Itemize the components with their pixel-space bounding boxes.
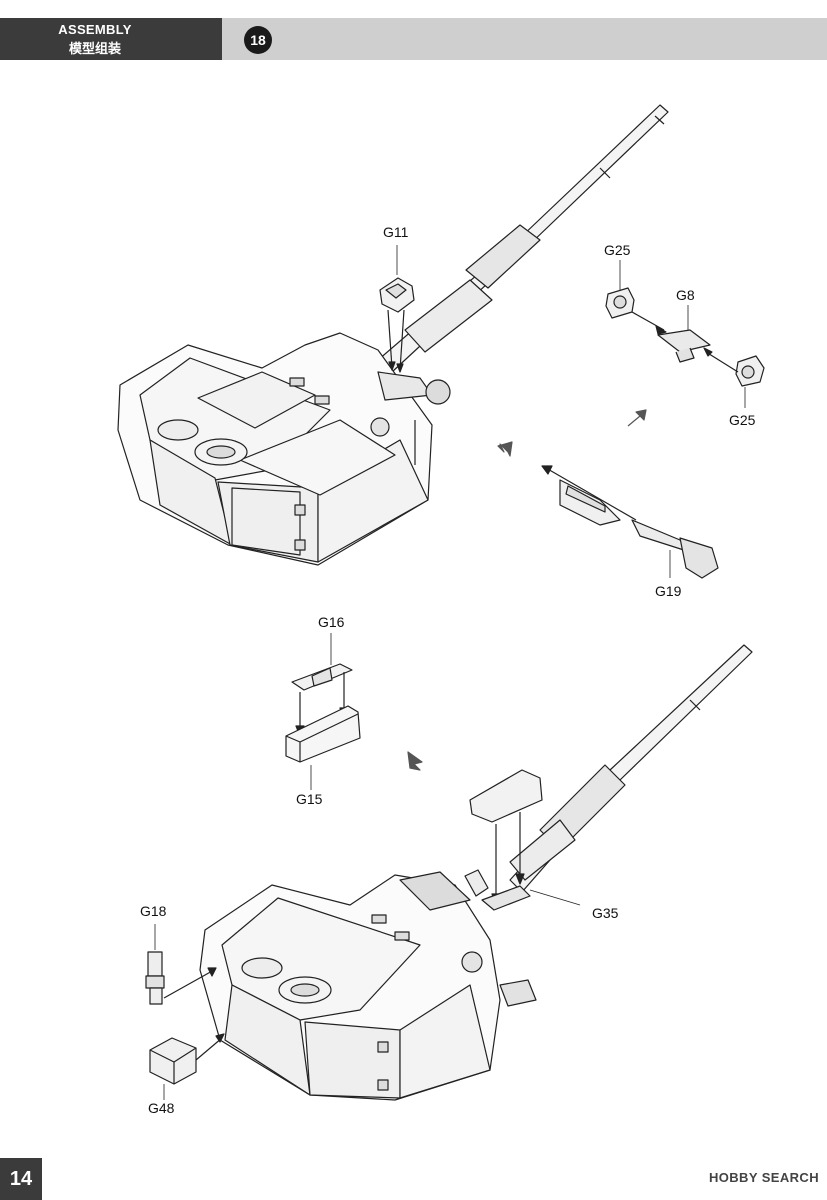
header-title-block bbox=[0, 18, 222, 60]
label-g25-top: G25 bbox=[604, 242, 631, 258]
label-g35: G35 bbox=[592, 905, 619, 921]
part-g48-drawing bbox=[149, 1033, 225, 1100]
label-g16: G16 bbox=[318, 614, 345, 630]
parts-g25-g8-drawing bbox=[497, 260, 765, 457]
turret-bottom bbox=[199, 644, 753, 1101]
label-g48: G48 bbox=[148, 1100, 175, 1116]
label-g18: G18 bbox=[140, 903, 167, 919]
parts-g16-g15-drawing bbox=[285, 633, 423, 790]
header-band bbox=[222, 18, 827, 60]
page-number: 14 bbox=[0, 1158, 42, 1200]
section-title: ASSEMBLY bbox=[58, 22, 132, 37]
part-g19-drawing bbox=[541, 465, 719, 579]
turret-top bbox=[117, 104, 669, 566]
part-g35-drawing bbox=[464, 769, 581, 911]
label-g19: G19 bbox=[655, 583, 682, 599]
part-g18-drawing bbox=[145, 924, 217, 1005]
label-g15: G15 bbox=[296, 791, 323, 807]
label-g8: G8 bbox=[676, 287, 695, 303]
step-number-badge: 18 bbox=[244, 26, 272, 54]
watermark: HOBBY SEARCH bbox=[708, 1170, 819, 1185]
part-g11-drawing bbox=[379, 245, 415, 373]
section-subtitle: 模型组装 bbox=[68, 41, 121, 56]
label-g11: G11 bbox=[383, 224, 409, 240]
label-g25-bottom: G25 bbox=[729, 412, 756, 428]
